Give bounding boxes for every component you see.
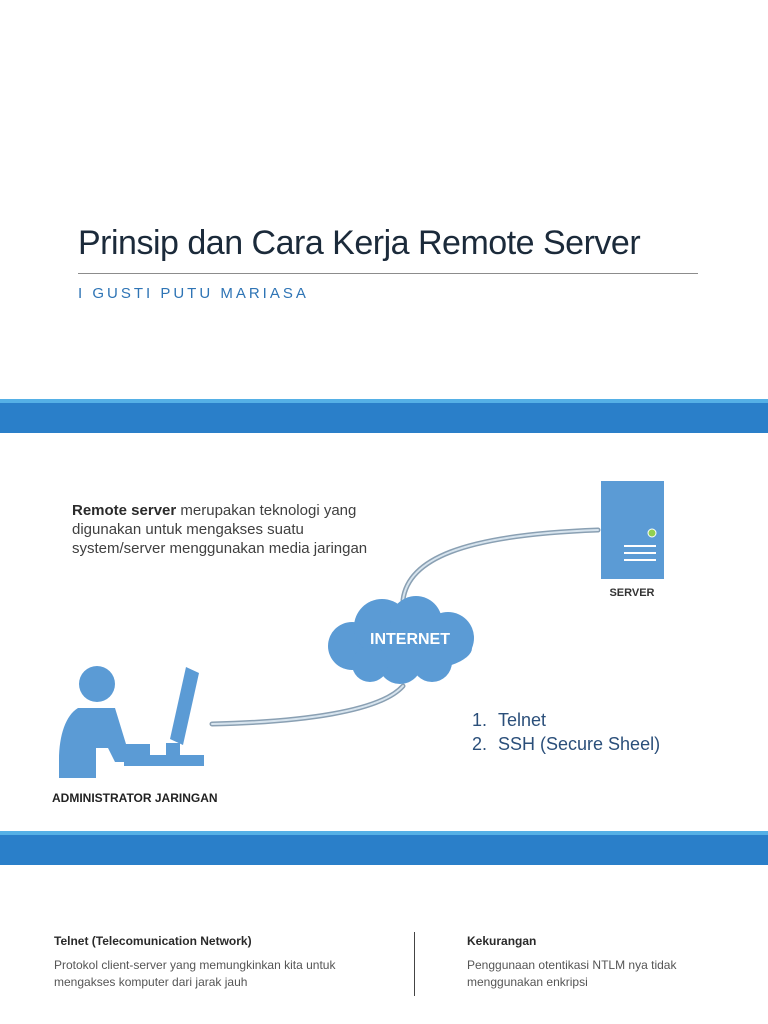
internet-server-link (400, 527, 601, 603)
bottom-blue-band (0, 831, 768, 865)
network-diagram (59, 481, 664, 778)
drawback-body: Penggunaan otentikasi NTLM nya tidak men… (467, 958, 677, 989)
description-term: Remote server (72, 502, 177, 519)
admin-internet-link-inner (211, 685, 404, 725)
protocol-name: Telnet (498, 710, 547, 730)
internet-server-link-inner (402, 529, 599, 601)
telnet-definition-column: Telnet (Telecomunication Network) Protok… (54, 934, 374, 991)
column-divider (414, 932, 415, 996)
author-name: I GUSTI PUTU MARIASA (78, 285, 309, 302)
drawback-heading: Kekurangan (467, 934, 537, 948)
drawback-column: Kekurangan Penggunaan otentikasi NTLM ny… (467, 934, 747, 991)
list-item: 2. SSH (Secure Sheel) (472, 732, 660, 756)
description-text: merupakan teknologi yang digunakan untuk… (72, 502, 368, 557)
telnet-heading: Telnet (Telecomunication Network) (54, 934, 252, 948)
server-label: SERVER (609, 587, 655, 599)
protocol-list: 1. Telnet 2. SSH (Secure Sheel) (472, 708, 660, 756)
cloud-icon (328, 596, 474, 684)
top-blue-band (0, 399, 768, 433)
internet-label: INTERNET (370, 631, 450, 648)
protocol-name: SSH (Secure Sheel) (498, 734, 661, 754)
title-divider (78, 273, 698, 274)
telnet-body: Protokol client-server yang memungkinkan… (54, 958, 336, 989)
remote-server-description: Remote server merupakan teknologi yang d… (72, 501, 372, 558)
server-icon (601, 481, 664, 579)
list-item: 1. Telnet (472, 708, 660, 732)
page-title: Prinsip dan Cara Kerja Remote Server (78, 224, 641, 262)
administrator-label: ADMINISTRATOR JARINGAN (52, 791, 218, 805)
list-number: 1. (472, 710, 488, 730)
administrator-icon (59, 666, 204, 778)
list-number: 2. (472, 734, 488, 754)
